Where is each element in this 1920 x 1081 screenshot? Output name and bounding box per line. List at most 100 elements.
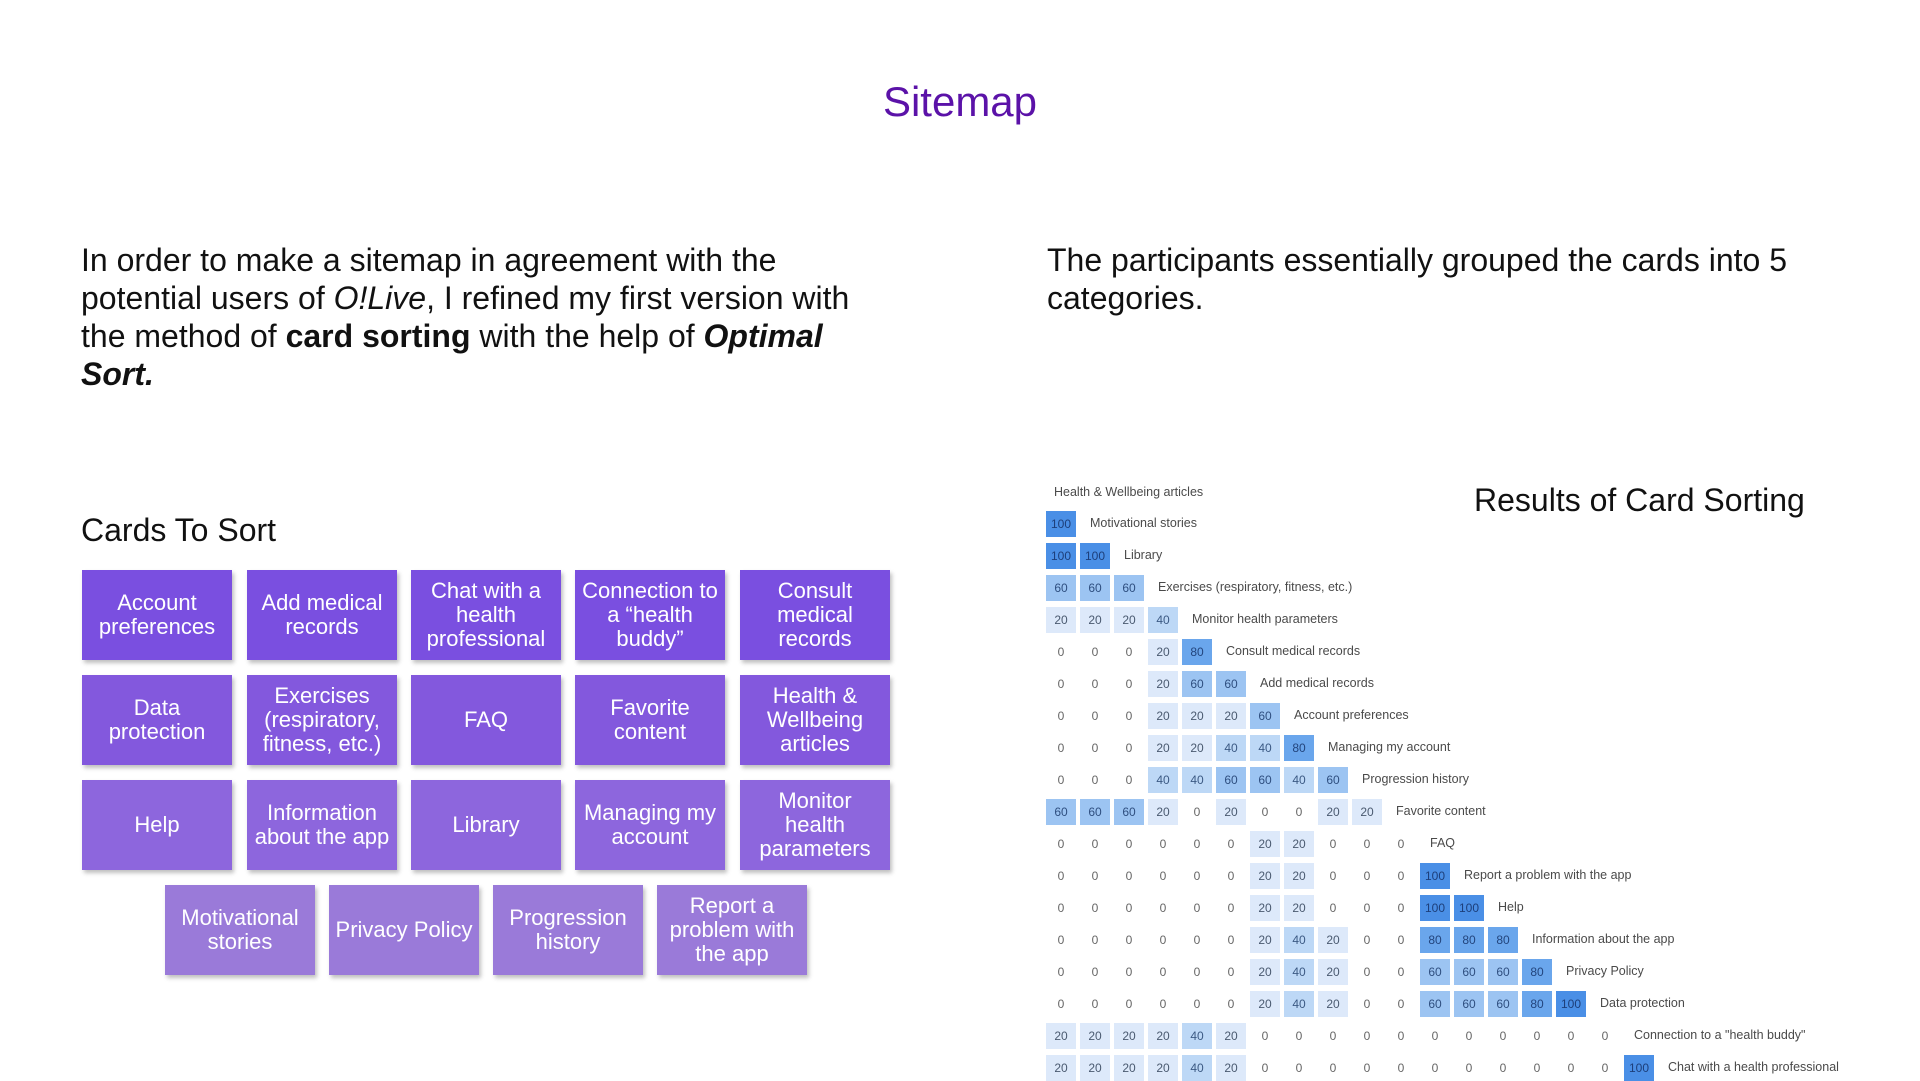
intro-paragraph: In order to make a sitemap in agreement …	[81, 241, 881, 393]
matrix-cell: 20	[1046, 1023, 1076, 1049]
matrix-cell: 0	[1159, 997, 1167, 1011]
matrix-cell: 0	[1329, 837, 1337, 851]
card: FAQ	[411, 675, 561, 765]
matrix-cell: 0	[1193, 805, 1201, 819]
matrix-row-label: Account preferences	[1294, 708, 1409, 722]
card: Managing my account	[575, 780, 725, 870]
matrix-cell: 100	[1080, 543, 1110, 569]
matrix-cell: 20	[1148, 735, 1178, 761]
matrix-cell: 0	[1329, 869, 1337, 883]
card: Help	[82, 780, 232, 870]
matrix-cell: 80	[1522, 959, 1552, 985]
matrix-cell: 0	[1057, 741, 1065, 755]
matrix-cell: 60	[1250, 767, 1280, 793]
matrix-cell: 0	[1125, 709, 1133, 723]
matrix-cell: 20	[1318, 991, 1348, 1017]
matrix-row-label: Monitor health parameters	[1192, 612, 1338, 626]
matrix-cell: 0	[1057, 677, 1065, 691]
matrix-cell: 0	[1397, 997, 1405, 1011]
matrix-cell: 0	[1193, 997, 1201, 1011]
matrix-row-label: Help	[1498, 900, 1524, 914]
matrix-cell: 20	[1046, 1055, 1076, 1081]
matrix-cell: 100	[1624, 1055, 1654, 1081]
matrix-cell: 0	[1363, 869, 1371, 883]
matrix-cell: 40	[1182, 1023, 1212, 1049]
card: Privacy Policy	[329, 885, 479, 975]
matrix-cell: 0	[1193, 965, 1201, 979]
matrix-cell: 20	[1114, 1023, 1144, 1049]
card: Account preferences	[82, 570, 232, 660]
matrix-cell: 0	[1261, 1061, 1269, 1075]
matrix-cell: 60	[1318, 767, 1348, 793]
matrix-cell: 20	[1250, 895, 1280, 921]
matrix-row-label: Exercises (respiratory, fitness, etc.)	[1158, 580, 1353, 594]
matrix-cell: 0	[1125, 933, 1133, 947]
matrix-cell: 20	[1250, 831, 1280, 857]
matrix-cell: 40	[1284, 927, 1314, 953]
matrix-cell: 0	[1261, 1029, 1269, 1043]
matrix-cell: 60	[1046, 799, 1076, 825]
matrix-cell: 0	[1431, 1061, 1439, 1075]
matrix-cell: 20	[1352, 799, 1382, 825]
summary-paragraph: The participants essentially grouped the…	[1047, 242, 1787, 316]
matrix-cell: 40	[1250, 735, 1280, 761]
card: Monitor health parameters	[740, 780, 890, 870]
matrix-cell: 0	[1091, 901, 1099, 915]
matrix-cell: 0	[1057, 965, 1065, 979]
matrix-cell: 0	[1329, 901, 1337, 915]
matrix-cell: 0	[1091, 645, 1099, 659]
matrix-cell: 0	[1261, 805, 1269, 819]
matrix-cell: 60	[1454, 959, 1484, 985]
matrix-cell: 60	[1216, 671, 1246, 697]
matrix-row-label: Data protection	[1600, 996, 1685, 1010]
matrix-cell: 60	[1182, 671, 1212, 697]
matrix-cell: 20	[1080, 1055, 1110, 1081]
matrix-cell: 0	[1057, 933, 1065, 947]
matrix-cell: 100	[1420, 863, 1450, 889]
matrix-cell: 0	[1363, 965, 1371, 979]
matrix-cell: 0	[1057, 997, 1065, 1011]
matrix-cell: 20	[1148, 1023, 1178, 1049]
matrix-cell: 0	[1057, 773, 1065, 787]
matrix-cell: 0	[1159, 901, 1167, 915]
matrix-cell: 0	[1193, 933, 1201, 947]
matrix-cell: 0	[1363, 837, 1371, 851]
matrix-cell: 0	[1329, 1061, 1337, 1075]
matrix-cell: 20	[1148, 703, 1178, 729]
matrix-cell: 40	[1182, 1055, 1212, 1081]
matrix-first-label: Health & Wellbeing articles	[1054, 485, 1204, 499]
card: Connection to a “health buddy”	[575, 570, 725, 660]
matrix-cell: 20	[1182, 735, 1212, 761]
matrix-cell: 20	[1046, 607, 1076, 633]
matrix-cell: 20	[1318, 927, 1348, 953]
matrix-cell: 20	[1250, 959, 1280, 985]
matrix-cell: 0	[1057, 645, 1065, 659]
matrix-cell: 0	[1057, 709, 1065, 723]
matrix-cell: 20	[1114, 1055, 1144, 1081]
card: Library	[411, 780, 561, 870]
matrix-cell: 20	[1182, 703, 1212, 729]
matrix-cell: 0	[1295, 1061, 1303, 1075]
matrix-cell: 0	[1397, 1061, 1405, 1075]
intro-text-segment: with the help of	[470, 318, 704, 354]
matrix-cell: 60	[1114, 575, 1144, 601]
matrix-cell: 40	[1284, 959, 1314, 985]
matrix-cell: 0	[1499, 1061, 1507, 1075]
matrix-cell: 60	[1250, 703, 1280, 729]
matrix-row-label: Add medical records	[1260, 676, 1374, 690]
matrix-cell: 0	[1363, 997, 1371, 1011]
matrix-cell: 0	[1125, 869, 1133, 883]
matrix-cell: 0	[1465, 1061, 1473, 1075]
matrix-cell: 0	[1091, 709, 1099, 723]
matrix-row-label: Consult medical records	[1226, 644, 1361, 658]
matrix-cell: 0	[1193, 901, 1201, 915]
matrix-row-label: FAQ	[1430, 836, 1456, 850]
matrix-cell: 0	[1125, 965, 1133, 979]
matrix-cell: 0	[1363, 933, 1371, 947]
matrix-cell: 0	[1193, 869, 1201, 883]
matrix-cell: 0	[1329, 1029, 1337, 1043]
matrix-cell: 60	[1488, 959, 1518, 985]
matrix-cell: 20	[1216, 1023, 1246, 1049]
matrix-cell: 0	[1601, 1029, 1609, 1043]
card: Health & Wellbeing articles	[740, 675, 890, 765]
